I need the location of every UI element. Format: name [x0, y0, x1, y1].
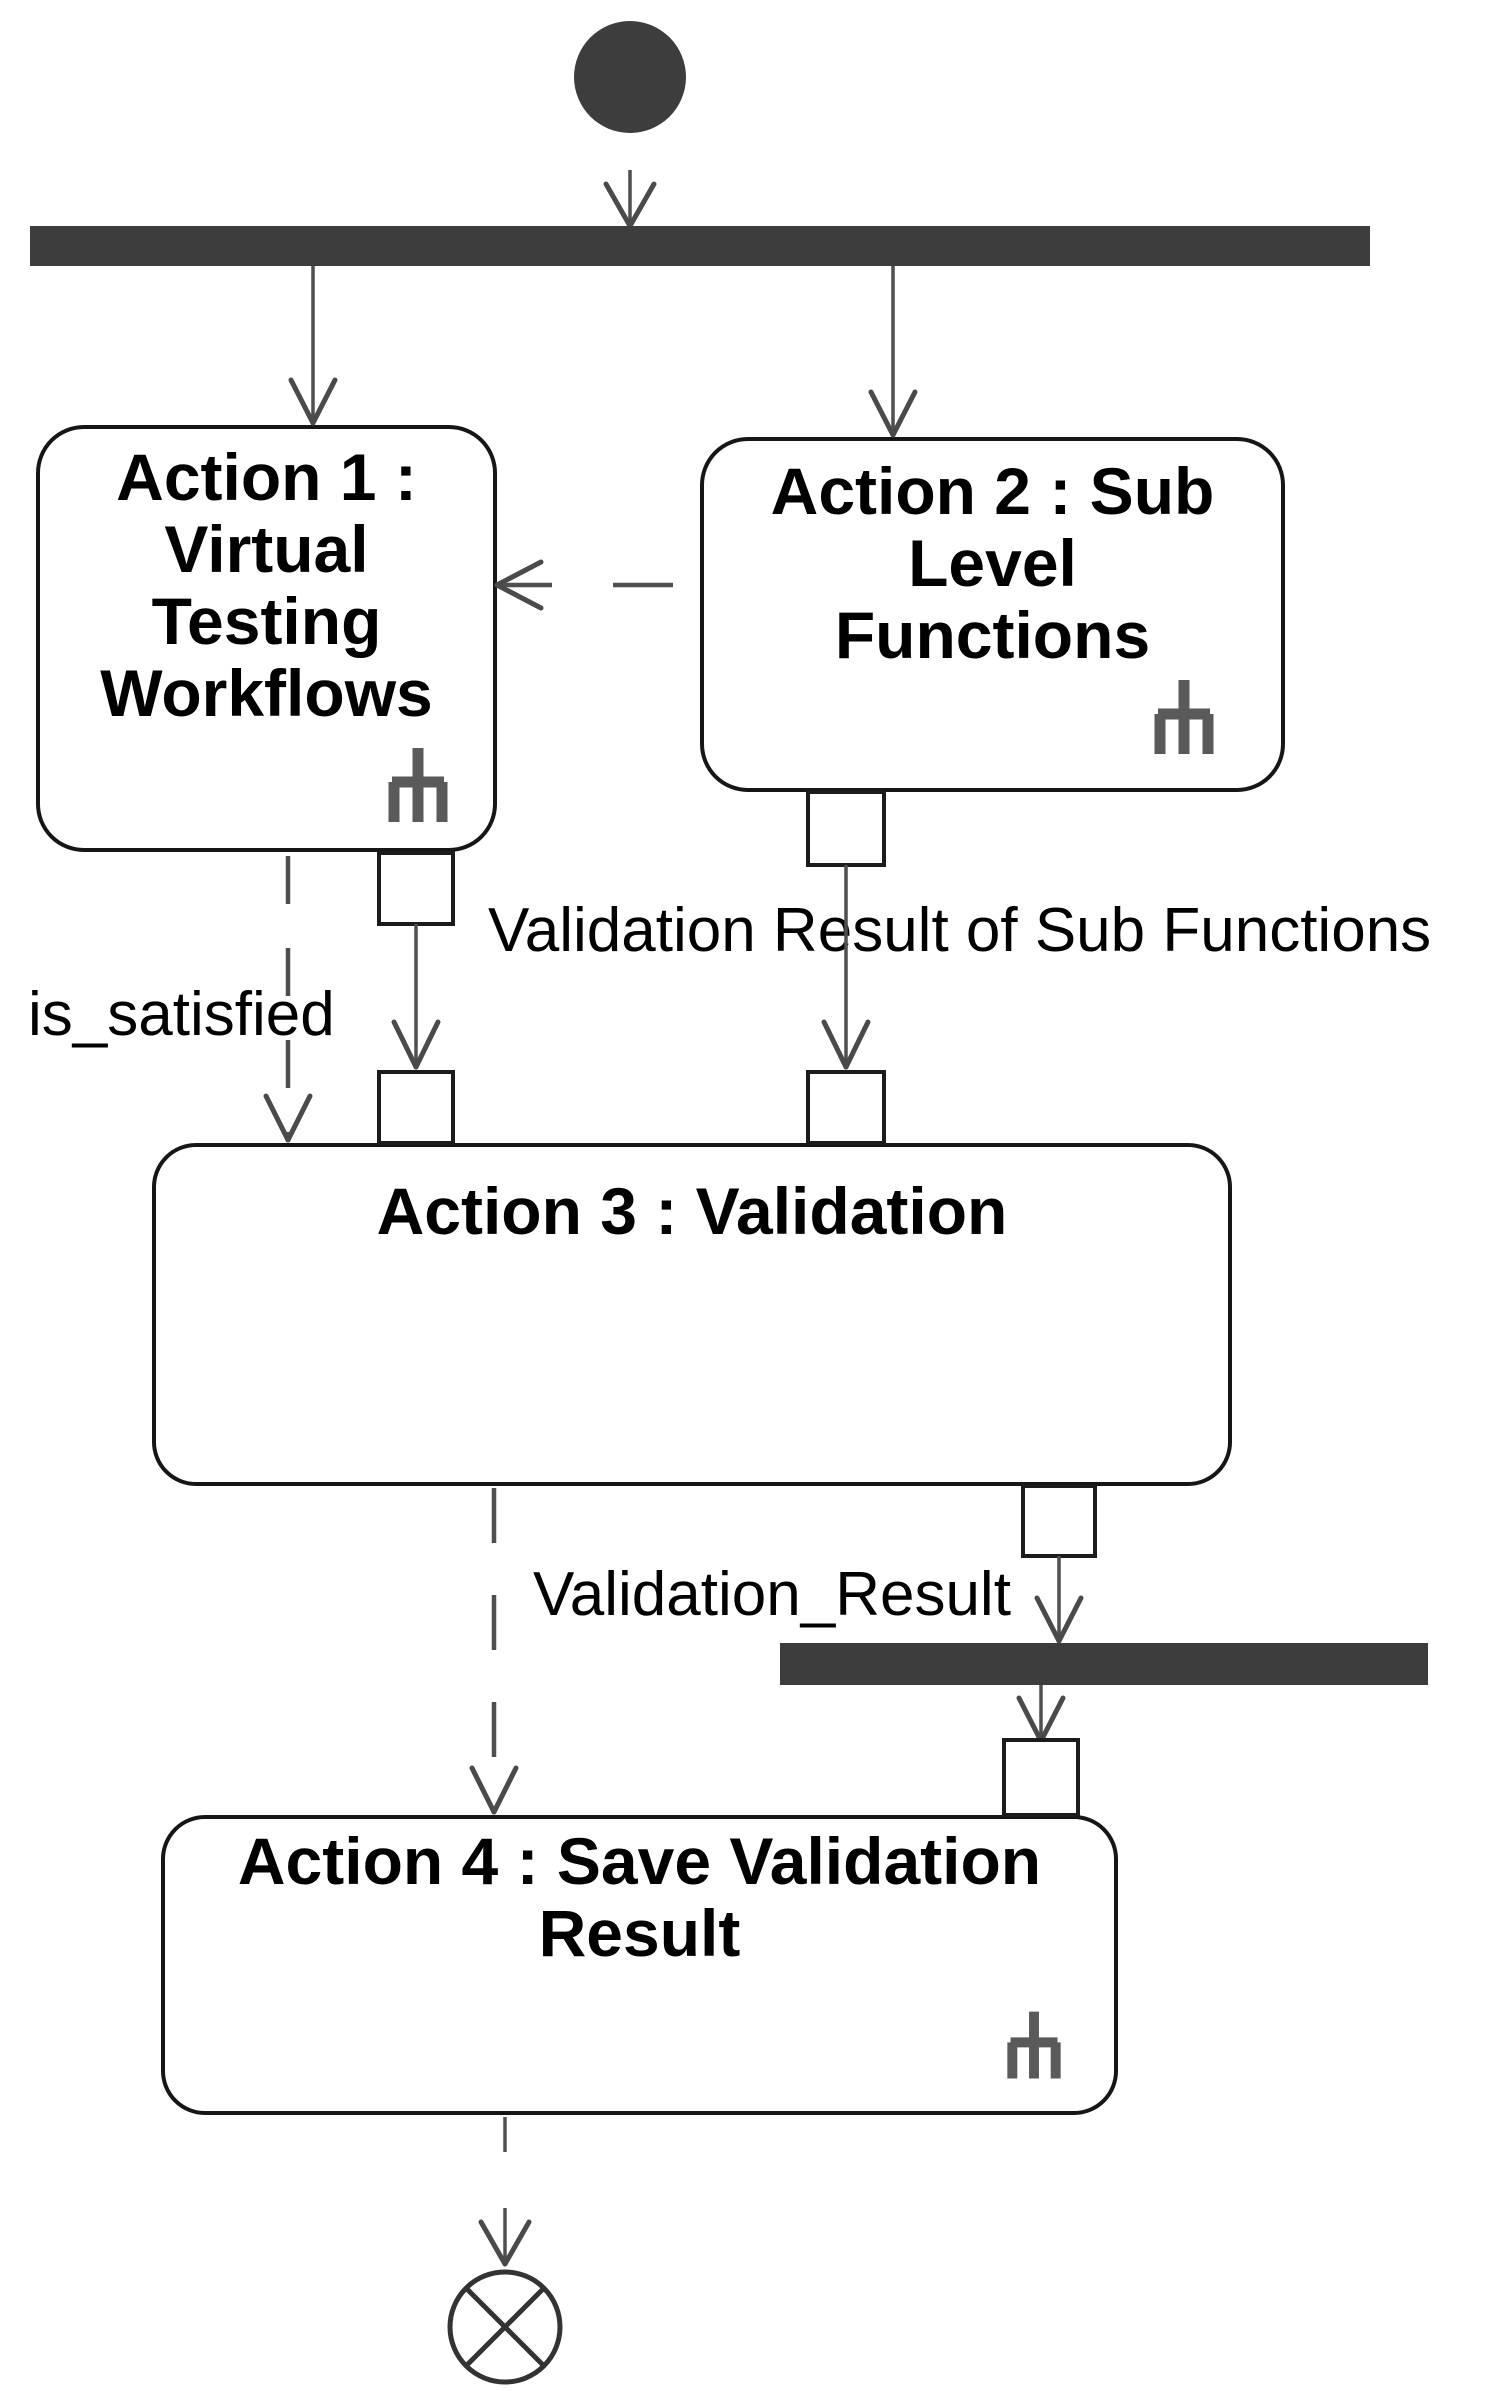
input-pin-action3-left[interactable]	[377, 1070, 455, 1145]
edge-label-validation-result: Validation_Result	[533, 1560, 1011, 1629]
edge-label-validation-result-of-sub-functions: Validation Result of Sub Functions	[488, 896, 1432, 965]
rake-icon	[388, 748, 448, 822]
edge-action3-to-action4-dashed[interactable]	[469, 1488, 519, 1815]
rake-icon	[1154, 680, 1214, 754]
edge-is-satisfied-dashed[interactable]	[263, 856, 313, 1143]
rake-icon	[1007, 2011, 1061, 2079]
edge-label-is-satisfied: is_satisfied	[28, 980, 335, 1049]
edge-action4-to-final[interactable]	[478, 2117, 532, 2267]
output-pin-action3[interactable]	[1021, 1484, 1097, 1558]
edge-initial-to-fork[interactable]	[603, 170, 657, 229]
flow-final-node[interactable]	[447, 2269, 563, 2385]
output-pin-action1[interactable]	[377, 851, 455, 926]
action-label: Action 3 : Validation	[376, 1174, 1008, 1248]
edge-action2-to-action1-dashed[interactable]	[494, 559, 673, 611]
action-label: Action 4 : Save Validation Result	[237, 1824, 1042, 1970]
action-node-save-validation-result[interactable]: Action 4 : Save Validation Result	[161, 1815, 1118, 2115]
input-pin-action3-right[interactable]	[806, 1070, 886, 1145]
action-node-validation[interactable]: Action 3 : Validation	[152, 1143, 1232, 1486]
action-label: Action 2 : Sub Level Functions	[770, 454, 1215, 672]
input-pin-action4[interactable]	[1002, 1738, 1080, 1817]
fork-bar[interactable]	[30, 226, 1370, 266]
action-label: Action 1 : Virtual Testing Workflows	[100, 440, 433, 730]
action-node-virtual-testing-workflows[interactable]: Action 1 : Virtual Testing Workflows	[36, 425, 497, 852]
initial-node[interactable]	[574, 21, 686, 133]
edge-fork-to-action2[interactable]	[868, 266, 918, 438]
join-bar[interactable]	[780, 1643, 1428, 1685]
action-node-sub-level-functions[interactable]: Action 2 : Sub Level Functions	[700, 437, 1285, 792]
edge-action3-pin-to-join[interactable]	[1034, 1556, 1084, 1644]
edge-fork-to-action1[interactable]	[288, 266, 338, 426]
edge-action1-pin-to-action3-pin[interactable]	[391, 924, 441, 1070]
edge-join-to-action4-pin[interactable]	[1016, 1685, 1066, 1744]
edge-action2-pin-to-action3-pin[interactable]	[821, 865, 871, 1070]
output-pin-action2[interactable]	[806, 790, 886, 867]
